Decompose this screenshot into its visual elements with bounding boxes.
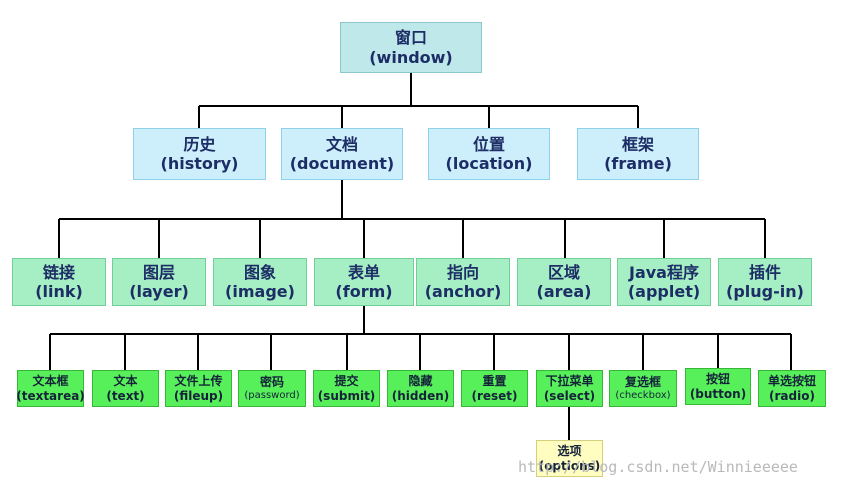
radio-node: 单选按钮 (radio) <box>758 370 826 407</box>
node-label-zh: 框架 <box>621 134 654 154</box>
node-label-en: (link) <box>35 282 83 301</box>
watermark-text: http://blog.csdn.net/Winnieeeee <box>518 458 798 476</box>
node-label-zh: 链接 <box>42 262 75 282</box>
plug-in-node: 插件 (plug-in) <box>718 258 812 306</box>
checkbox-node: 复选框 (checkbox) <box>609 370 677 407</box>
node-label-zh: 图层 <box>142 262 175 282</box>
node-label-zh: 位置 <box>472 134 505 154</box>
node-label-en: (radio) <box>769 388 815 403</box>
node-label-en: (layer) <box>129 282 189 301</box>
node-label-zh: 选项 <box>557 444 582 459</box>
node-label-en: (options) <box>538 458 601 473</box>
node-label-zh: 单选按钮 <box>767 374 816 389</box>
node-label-en: (frame) <box>604 154 672 173</box>
node-label-en: (window) <box>369 47 453 67</box>
node-label-en: (hidden) <box>391 388 450 403</box>
anchor-node: 指向 (anchor) <box>416 258 510 306</box>
node-label-zh: 复选框 <box>624 375 661 390</box>
node-label-en: (anchor) <box>424 282 502 301</box>
node-label-en: (checkbox) <box>615 389 671 401</box>
node-label-zh: 重置 <box>482 374 507 389</box>
text-node: 文本 (text) <box>92 370 159 407</box>
node-label-zh: 指向 <box>446 262 479 282</box>
options-node: 选项 (options) <box>536 440 603 477</box>
node-label-en: (button) <box>689 386 747 401</box>
layer-node: 图层 (layer) <box>112 258 206 306</box>
form-node: 表单 (form) <box>314 258 414 306</box>
node-label-zh: 历史 <box>183 134 216 154</box>
node-label-zh: 文件上传 <box>174 374 223 389</box>
node-label-zh: 文本 <box>113 374 138 389</box>
link-node: 链接 (link) <box>12 258 106 306</box>
node-label-en: (area) <box>536 282 592 301</box>
node-label-zh: 表单 <box>347 262 380 282</box>
button-node: 按钮 (button) <box>685 368 751 405</box>
frame-node: 框架 (frame) <box>577 128 699 180</box>
fileup-node: 文件上传 (fileup) <box>165 370 232 407</box>
node-label-en: (password) <box>244 389 300 401</box>
hidden-node: 隐藏 (hidden) <box>387 370 454 407</box>
node-label-zh: 按钮 <box>705 372 730 387</box>
node-label-en: (text) <box>106 388 145 403</box>
submit-node: 提交 (submit) <box>313 370 380 407</box>
history-node: 历史 (history) <box>133 128 266 180</box>
area-node: 区域 (area) <box>517 258 611 306</box>
node-label-zh: 插件 <box>748 262 781 282</box>
node-label-zh: 隐藏 <box>408 374 433 389</box>
node-label-en: (submit) <box>317 388 376 403</box>
node-label-en: (history) <box>160 154 239 173</box>
node-label-zh: 下拉菜单 <box>545 374 594 389</box>
node-label-zh: 密码 <box>259 375 284 390</box>
node-label-zh: 窗口 <box>394 28 427 48</box>
node-label-zh: 文档 <box>325 134 358 154</box>
select-node: 下拉菜单 (select) <box>536 370 603 407</box>
node-label-zh: Java程序 <box>629 262 699 282</box>
node-label-zh: 提交 <box>334 374 359 389</box>
textarea-node: 文本框 (textarea) <box>16 370 85 407</box>
location-node: 位置 (location) <box>428 128 550 180</box>
applet-node: Java程序 (applet) <box>617 258 711 306</box>
node-label-zh: 文本框 <box>32 374 69 389</box>
node-label-en: (location) <box>445 154 533 173</box>
node-label-en: (plug-in) <box>726 282 804 301</box>
node-label-en: (textarea) <box>16 388 85 403</box>
window-node: 窗口 (window) <box>340 22 482 73</box>
node-label-en: (document) <box>289 154 395 173</box>
image-node: 图象 (image) <box>213 258 307 306</box>
node-label-zh: 区域 <box>547 262 580 282</box>
node-label-en: (fileup) <box>173 388 224 403</box>
node-label-en: (image) <box>225 282 295 301</box>
document-node: 文档 (document) <box>281 128 403 180</box>
node-label-en: (form) <box>335 282 393 301</box>
node-label-en: (reset) <box>471 388 518 403</box>
password-node: 密码 (password) <box>238 370 306 407</box>
node-label-en: (select) <box>543 388 596 403</box>
reset-node: 重置 (reset) <box>461 370 528 407</box>
node-label-en: (applet) <box>627 282 701 301</box>
node-label-zh: 图象 <box>243 262 276 282</box>
